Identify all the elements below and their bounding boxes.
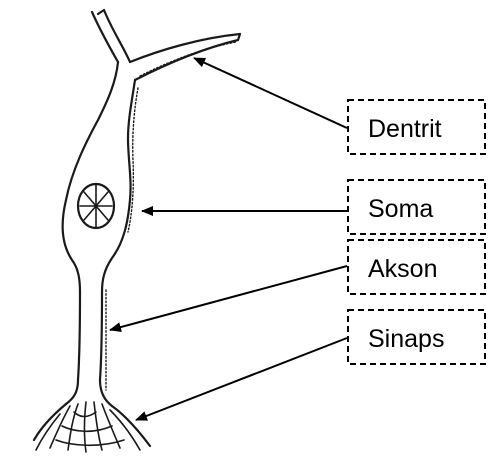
axon-left xyxy=(66,292,80,404)
arrow-dentrit xyxy=(194,58,347,128)
arrow-sinaps xyxy=(136,338,347,420)
axon-terminals xyxy=(34,402,150,452)
label-sinaps: Sinaps xyxy=(348,310,485,364)
dendrite-branch-left xyxy=(92,10,130,62)
label-dentrit-text: Dentrit xyxy=(368,115,442,143)
label-sinaps-text: Sinaps xyxy=(368,325,444,353)
neuron-drawing xyxy=(34,10,240,452)
soma-outline-left xyxy=(63,62,118,292)
arrow-akson xyxy=(110,266,347,330)
nucleus xyxy=(78,184,114,228)
label-akson: Akson xyxy=(348,240,485,294)
soma-outline-right xyxy=(102,80,135,292)
label-soma-text: Soma xyxy=(368,195,433,223)
label-dentrit: Dentrit xyxy=(348,100,485,154)
label-akson-text: Akson xyxy=(368,255,437,283)
label-soma: Soma xyxy=(348,180,485,234)
